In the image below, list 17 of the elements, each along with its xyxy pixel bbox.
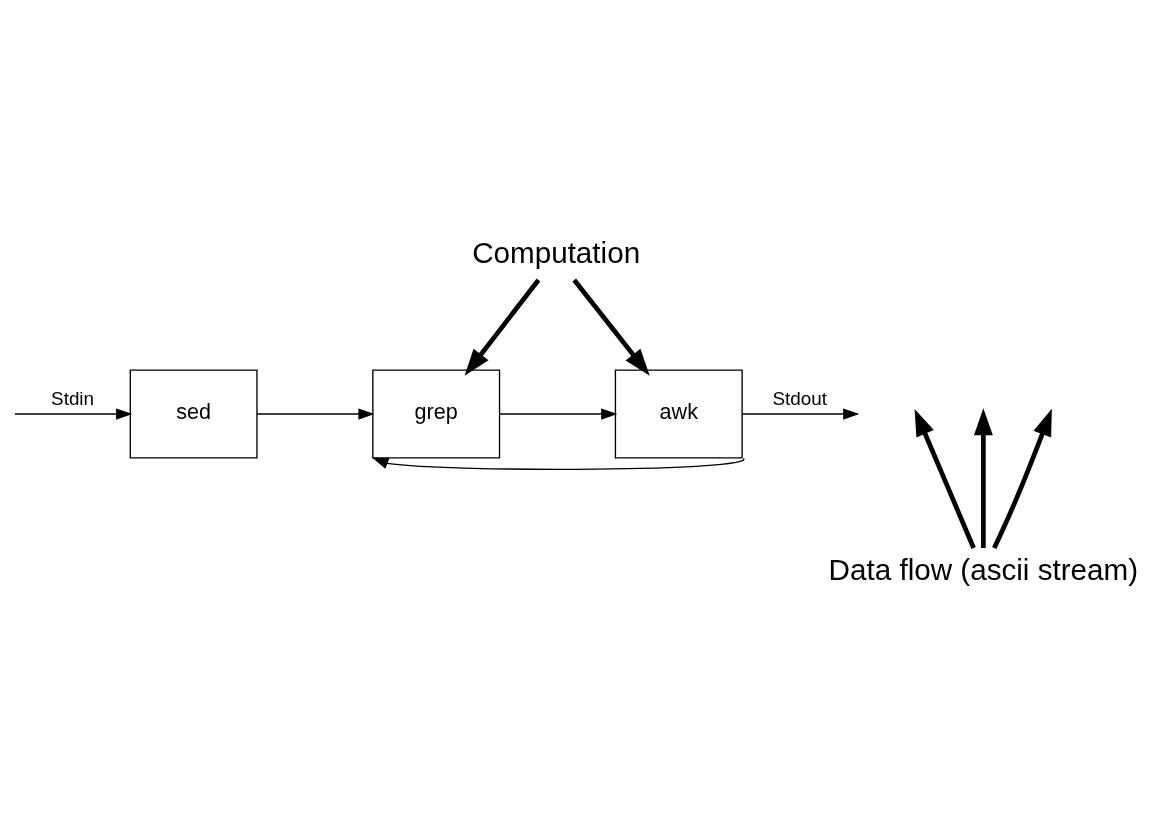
arrow bbox=[992, 408, 1052, 550]
edge-label: Stdin bbox=[51, 387, 95, 409]
arrow bbox=[973, 408, 993, 549]
arrow bbox=[741, 408, 860, 420]
node-text: Data flow (ascii stream) bbox=[828, 552, 1139, 586]
node-text: Computation bbox=[472, 236, 641, 270]
arrow bbox=[914, 408, 976, 549]
arrow bbox=[372, 457, 745, 471]
arrow bbox=[256, 408, 375, 420]
node-box: sed bbox=[129, 369, 258, 459]
node-box: grep bbox=[372, 369, 501, 459]
arrow bbox=[14, 408, 133, 420]
arrow bbox=[464, 278, 541, 376]
arrow bbox=[499, 408, 618, 420]
node-box: awk bbox=[614, 369, 743, 459]
arrow bbox=[572, 278, 650, 376]
edge-label: Stdout bbox=[772, 387, 828, 409]
